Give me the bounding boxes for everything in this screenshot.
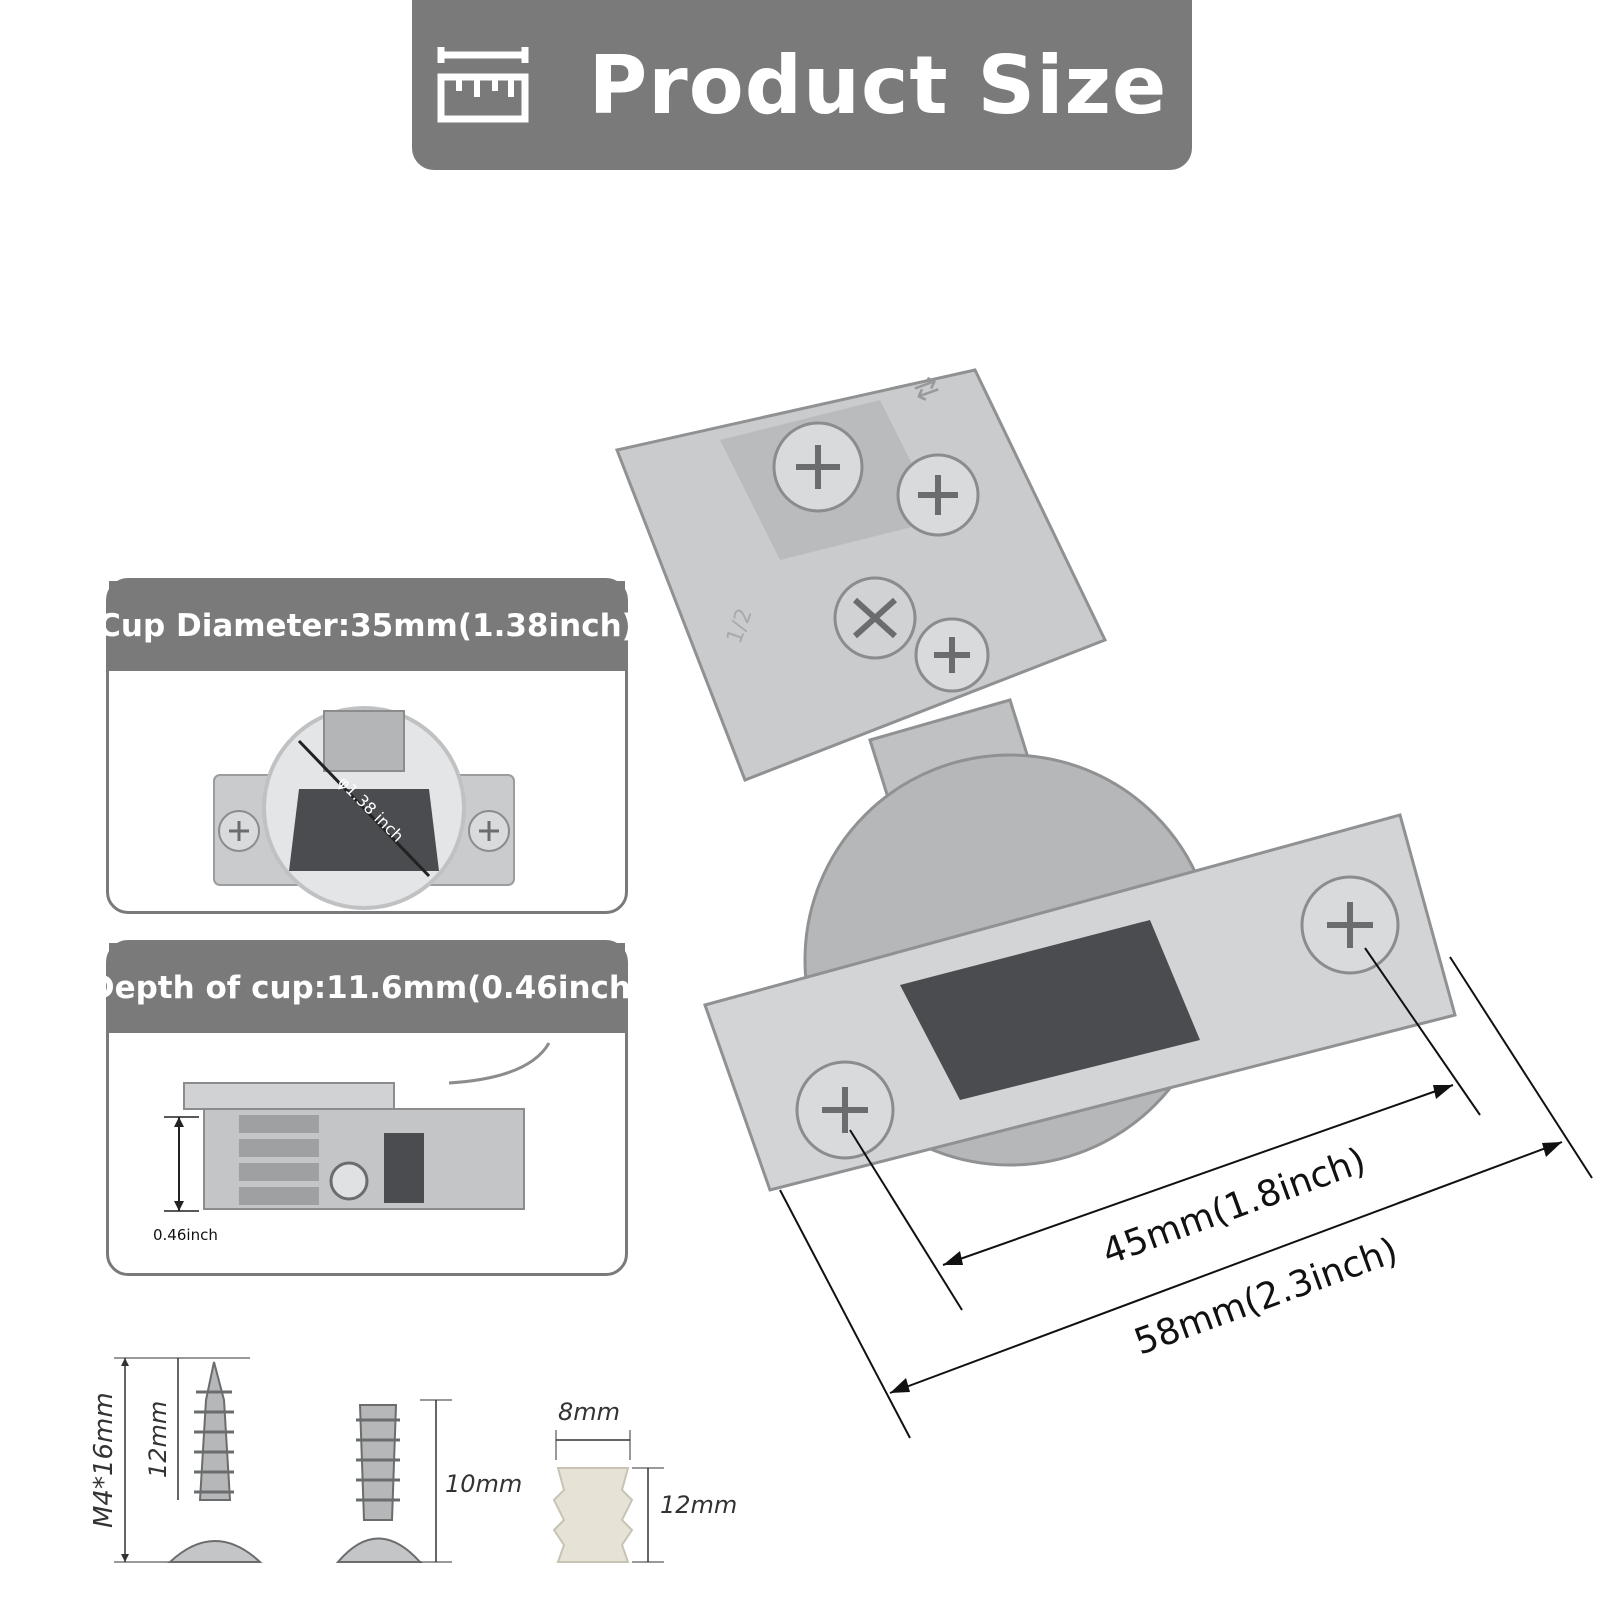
header-banner: Product Size xyxy=(412,0,1192,170)
cup-diameter-title: Cup Diameter:35mm(1.38inch) xyxy=(98,581,636,671)
cup-depth-title: Depth of cup:11.6mm(0.46inch) xyxy=(89,943,645,1033)
cup-depth-label: 0.46inch xyxy=(153,1226,218,1244)
hinge-illustration: ⇄ 1/2 45mm(1.8inch) 58mm(2.3inch) xyxy=(614,368,1593,1439)
cup-diameter-panel: Cup Diameter:35mm(1.38inch) φ1.38 inch xyxy=(98,578,636,914)
wood-screw-thread-label: 12mm xyxy=(144,1401,172,1478)
dowel-width-label: 8mm xyxy=(558,1398,620,1426)
cup-diameter-illustration: φ1.38 inch xyxy=(109,671,625,911)
cup-depth-panel: Depth of cup:11.6mm(0.46inch) 0.46inch xyxy=(89,940,645,1276)
dowel-length-label: 12mm xyxy=(660,1491,737,1519)
euro-screw-length-label: 10mm xyxy=(445,1470,522,1498)
ruler-icon xyxy=(437,47,529,123)
wood-screw-size-label: M4*16mm xyxy=(89,1392,119,1528)
page-title: Product Size xyxy=(588,38,1168,132)
cup-depth-illustration: 0.46inch xyxy=(109,1033,625,1273)
screws-illustration: M4*16mm 12mm 10mm 8mm 12mm xyxy=(89,1357,737,1563)
